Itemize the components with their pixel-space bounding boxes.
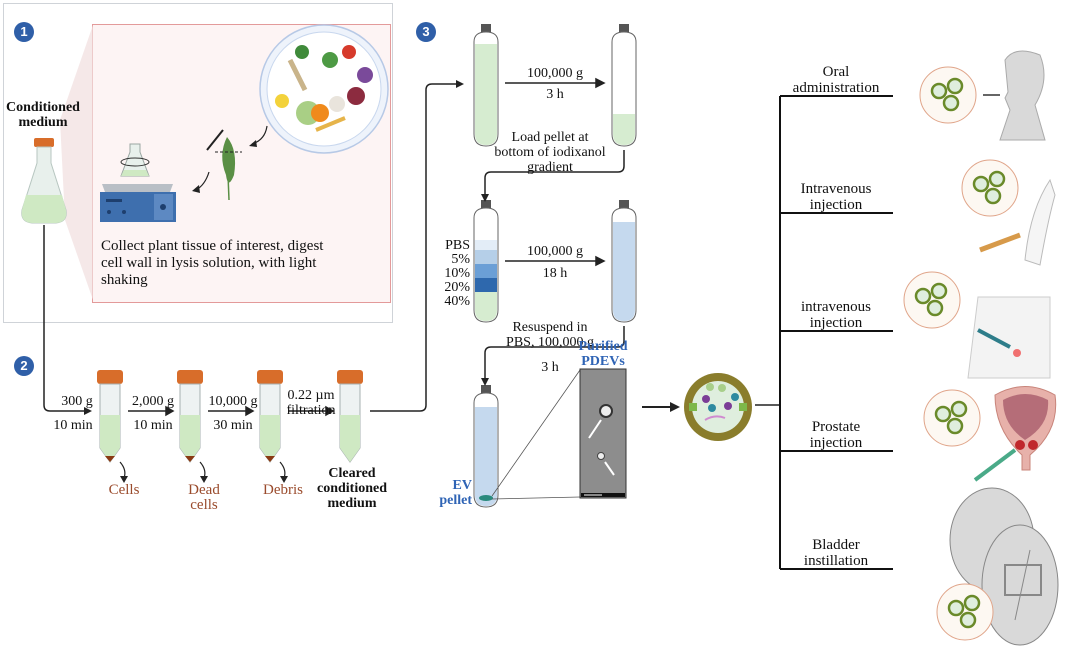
- connector-step1-to-step2: [43, 225, 86, 412]
- leaf-icon: [206, 129, 242, 201]
- spin3-time: 30 min: [213, 418, 253, 433]
- spin-a-time: 3 h: [546, 87, 564, 102]
- ultracentrifuge-tubes: [473, 24, 637, 508]
- arm-injection-icon: [962, 160, 1056, 266]
- spin1-time: 10 min: [53, 418, 93, 433]
- image-placeholder-icon: [937, 487, 1059, 646]
- waste-debris: Debris: [263, 482, 303, 498]
- step1-description: Collect plant tissue of interest, digest…: [101, 238, 324, 288]
- route-bracket: [779, 95, 893, 570]
- spin1-force: 300 g: [61, 394, 93, 409]
- plant-plate-icon: [259, 24, 389, 154]
- em-micrograph: [579, 368, 627, 499]
- spin-b-time: 18 h: [542, 266, 568, 281]
- shaker-icon: [100, 143, 176, 222]
- step2-badge: 2: [14, 356, 34, 376]
- spin2-time: 10 min: [133, 418, 173, 433]
- step3-badge: 3: [416, 22, 436, 42]
- conditioned-medium-flask: [21, 138, 67, 224]
- mouth-head-icon: [920, 50, 1046, 141]
- abdomen-injection-icon: [904, 272, 1051, 379]
- connector-step2-to-step3: [370, 83, 458, 412]
- spin2-force: 2,000 g: [132, 394, 174, 409]
- falcon-tubes: [97, 370, 363, 463]
- waste-cells: Cells: [108, 482, 140, 498]
- zoom-wedge: [60, 25, 93, 300]
- prostate-injection-icon: [924, 386, 1057, 482]
- spin3-force: 10,000 g: [208, 394, 258, 409]
- step1-badge: 1: [14, 22, 34, 42]
- gradient-labels: PBS 5% 10% 20% 40%: [444, 238, 470, 309]
- spin-a-force: 100,000 g: [527, 66, 583, 81]
- extracellular-vesicle-icon: [684, 373, 752, 441]
- spin-c-time: 3 h: [541, 360, 559, 375]
- spin-b-force: 100,000 g: [527, 244, 583, 259]
